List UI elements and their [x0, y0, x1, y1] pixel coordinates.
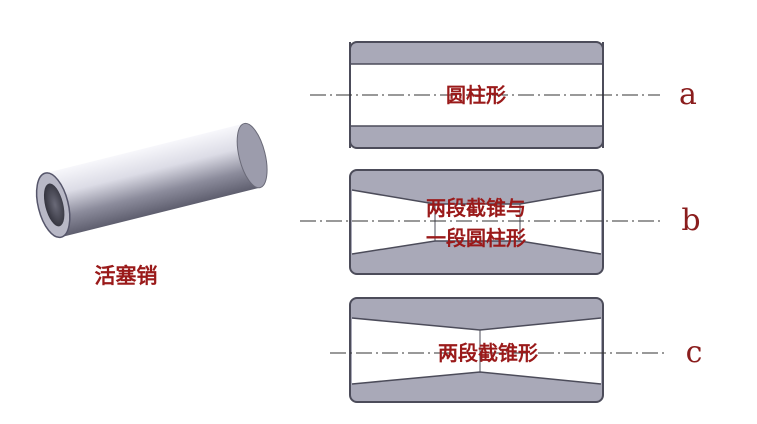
pin-section-b: 两段截锥与 一段圆柱形 b — [300, 169, 701, 275]
section-a-name: 圆柱形 — [446, 83, 506, 107]
piston-pin-label: 活塞销 — [95, 264, 158, 288]
section-b-letter: b — [681, 203, 700, 238]
pin-section-c: 两段截锥形 c — [330, 297, 703, 403]
section-b-name-line1: 两段截锥与 — [426, 196, 526, 220]
section-c-letter: c — [686, 335, 703, 370]
section-a-letter: a — [679, 77, 697, 112]
section-c-name: 两段截锥形 — [438, 341, 538, 365]
section-b-name-line2: 一段圆柱形 — [426, 226, 526, 250]
pin-section-a: 圆柱形 a — [310, 41, 697, 149]
piston-pin-illustration — [35, 122, 268, 239]
